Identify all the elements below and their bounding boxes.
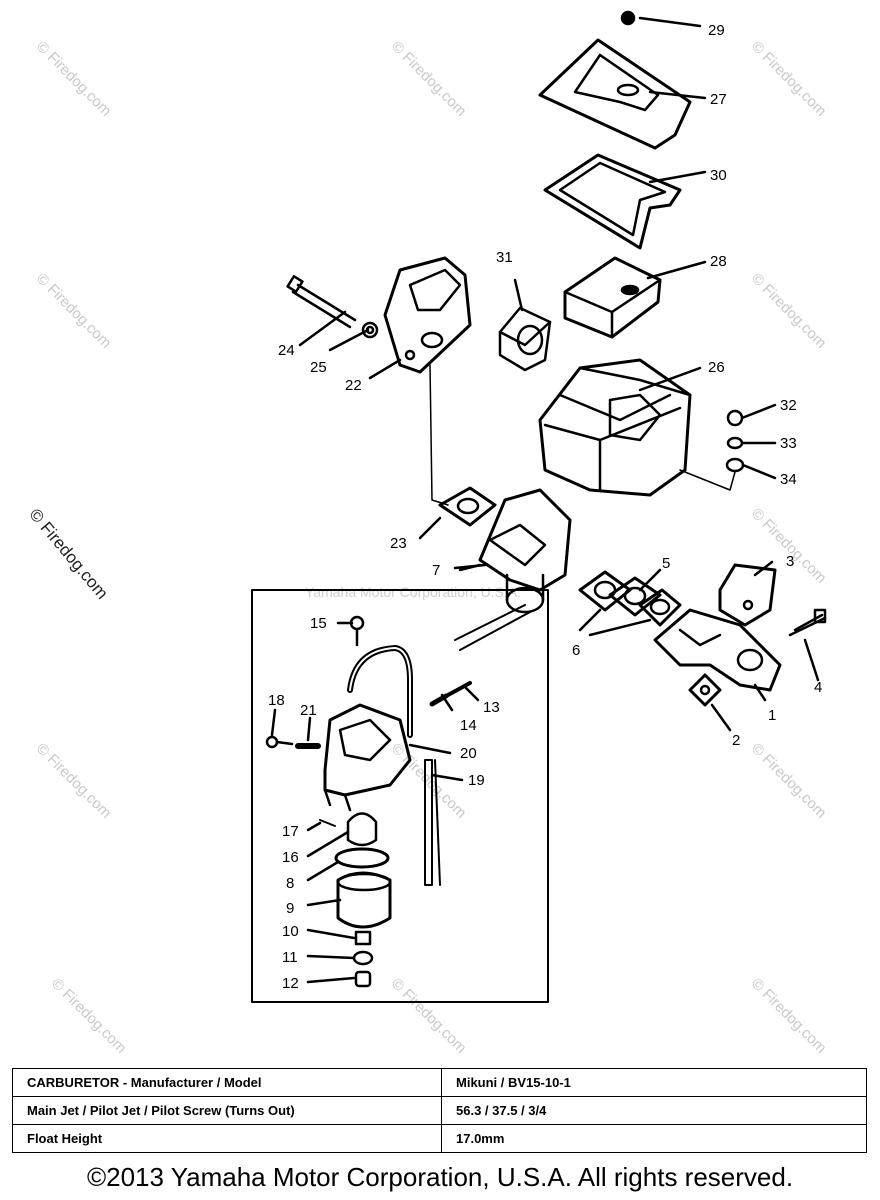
part-16-float [346,812,378,847]
carburetor-detail-inset [251,589,549,1003]
spec-label: CARBURETOR - Manufacturer / Model [12,1068,442,1097]
callout-28: 28 [710,253,727,270]
spec-row: Main Jet / Pilot Jet / Pilot Screw (Turn… [12,1096,867,1125]
callout-5: 5 [662,555,670,572]
spec-value: 17.0mm [441,1124,867,1153]
part-23-gasket [438,486,497,527]
part-32-nut [726,409,744,427]
callout-1: 1 [768,707,776,724]
part-13-screw [446,681,472,697]
part-33-washer [726,436,744,450]
callout-18: 18 [268,692,285,709]
callout-3: 3 [786,553,794,570]
part-30-gasket [543,153,682,250]
part-8-gasket [334,847,390,869]
callout-24: 24 [278,342,295,359]
part-10-bolt [354,930,372,946]
callout-16: 16 [282,849,299,866]
part-11-washer [352,950,374,966]
callout-25: 25 [310,359,327,376]
callout-20: 20 [460,745,477,762]
copyright-notice: ©2013 Yamaha Motor Corporation, U.S.A. A… [86,1162,794,1192]
part-25-nut [361,321,379,339]
callout-30: 30 [710,167,727,184]
spec-label: Float Height [12,1124,442,1153]
callout-6: 6 [572,642,580,659]
callout-7: 7 [432,562,440,579]
callout-31: 31 [496,249,513,266]
spec-row: Float Height 17.0mm [12,1124,867,1153]
part-4-bolt [788,608,827,637]
part-20-fuel-hose [347,645,413,738]
callout-12: 12 [282,975,299,992]
callout-15: 15 [310,615,327,632]
part-12-plug [354,970,372,988]
spec-value: 56.3 / 37.5 / 3/4 [441,1096,867,1125]
callout-27: 27 [710,91,727,108]
spec-label: Main Jet / Pilot Jet / Pilot Screw (Turn… [12,1096,442,1125]
callout-21: 21 [300,702,317,719]
part-28-filter-element [563,256,662,339]
callout-2: 2 [732,732,740,749]
callout-4: 4 [814,679,822,696]
callout-23: 23 [390,535,407,552]
part-24-bolt [286,275,357,329]
part-15-screw [349,615,365,647]
part-2-fitting [688,673,722,707]
callout-32: 32 [780,397,797,414]
callout-14: 14 [460,717,477,734]
spec-row: CARBURETOR - Manufacturer / Model Mikuni… [12,1068,867,1097]
callout-17: 17 [282,823,299,840]
callout-34: 34 [780,471,797,488]
part-17-pin [319,819,336,827]
callout-9: 9 [286,900,294,917]
part-3-cover [718,563,777,627]
callout-13: 13 [483,699,500,716]
callout-29: 29 [708,22,725,39]
callout-10: 10 [282,923,299,940]
part-7-carburetor-assembly [458,488,572,614]
callout-33: 33 [780,435,797,452]
part-18-screw [265,735,294,749]
part-27-plate [538,38,692,150]
callout-11: 11 [282,949,298,966]
center-watermark: Yamaha Motor Corporation, U.S.A. [305,584,522,600]
callout-22: 22 [345,377,362,394]
part-26-air-filter-case [538,358,692,497]
part-9-float-bowl [336,871,392,929]
part-1-intake-manifold [653,608,782,692]
callout-19: 19 [468,772,485,789]
part-22-air-intake [383,256,472,374]
carburetor-spec-table: CARBURETOR - Manufacturer / Model Mikuni… [12,1068,867,1153]
exploded-parts-diagram: 29 27 30 28 31 26 32 33 34 24 25 22 23 7… [251,10,827,1003]
part-19-drain-tube [424,759,441,886]
callout-8: 8 [286,875,294,892]
callout-26: 26 [708,359,725,376]
part-34-washer [725,457,745,473]
part-29-screw [620,10,636,26]
spec-value: Mikuni / BV15-10-1 [441,1068,867,1097]
part-31-grommet [498,306,552,372]
part-5-insulator [578,570,682,627]
part-detail-carb-body [323,703,412,812]
